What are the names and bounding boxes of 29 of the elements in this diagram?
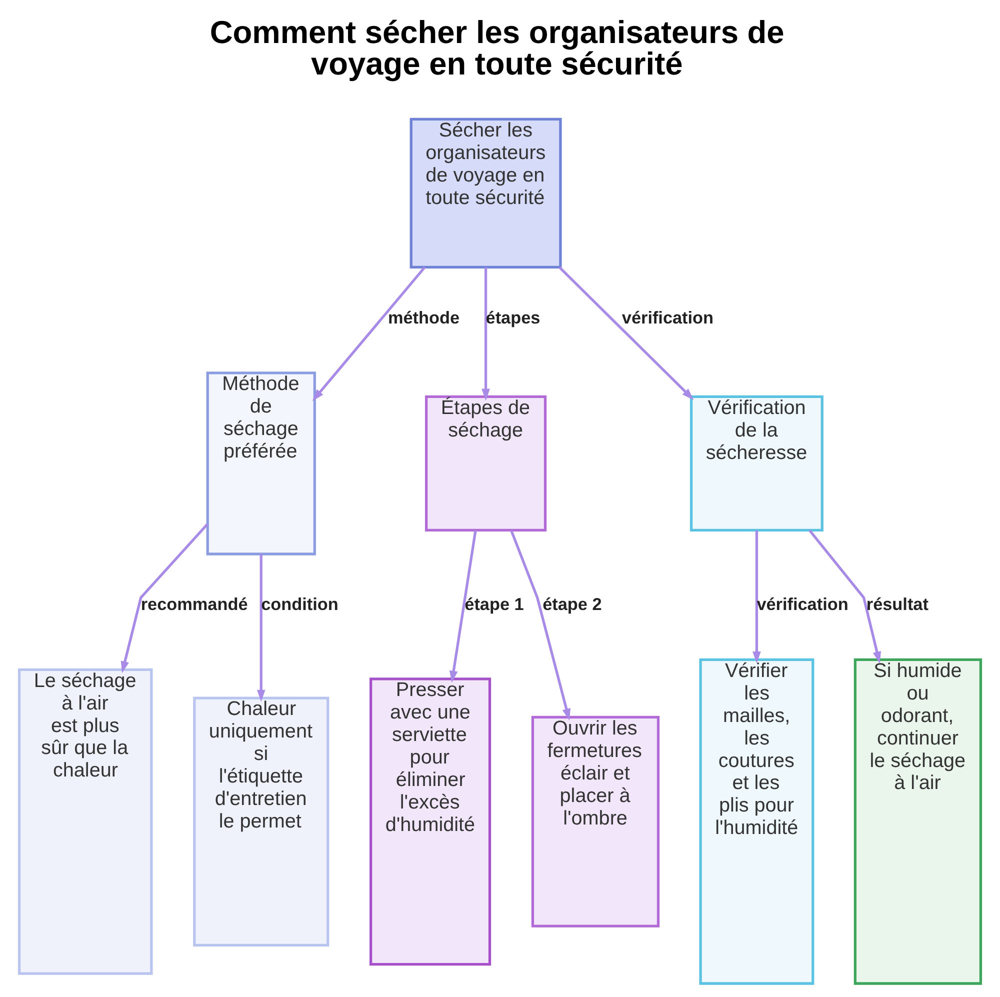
node-box: Vérification de la sécheresse [690, 395, 824, 532]
arrow [312, 266, 426, 402]
edge-label: résultat [866, 594, 928, 614]
node-box: Le séchage à l'air est plus sûr que la chaleur [18, 668, 153, 975]
node-box: Chaleur uniquement si l'étiquette d'entretien le permet [193, 696, 330, 946]
arrow [482, 267, 490, 401]
arrow [120, 523, 208, 674]
node-box: Si humide ou odorant, continuer le séchage à l'air [854, 658, 982, 985]
node-box: Presser avec une serviette pour éliminer l'excès d'humidité [370, 678, 492, 966]
node-box: Vérifier les mailles, les coutures et les plis pour l'humidité [699, 658, 814, 985]
edge-label: recommandé [140, 594, 248, 614]
arrow [449, 530, 477, 683]
arrow [558, 266, 694, 400]
arrow [510, 530, 570, 721]
edge-label: condition [261, 594, 338, 614]
diagram-title: Comment sécher les organisateurs de voyage en toute sécurité [210, 14, 784, 82]
arrow [808, 530, 882, 664]
edge-label: méthode [388, 307, 460, 328]
edge-label: étapes [486, 307, 540, 328]
arrow [256, 554, 266, 702]
node-box: Ouvrir les fermetures éclair et placer à l'ombre [531, 716, 660, 928]
node-box: Étapes de séchage [425, 395, 547, 532]
node-box: Sécher les organisateurs de voyage en toute sécurité [410, 118, 562, 269]
edge-label: étape 1 [464, 594, 524, 614]
edge-label: vérification [756, 594, 848, 614]
edge-label: vérification [622, 307, 714, 328]
node-box: Méthode de séchage préférée [206, 372, 316, 556]
edge-label: étape 2 [542, 594, 602, 614]
arrow [752, 530, 761, 664]
